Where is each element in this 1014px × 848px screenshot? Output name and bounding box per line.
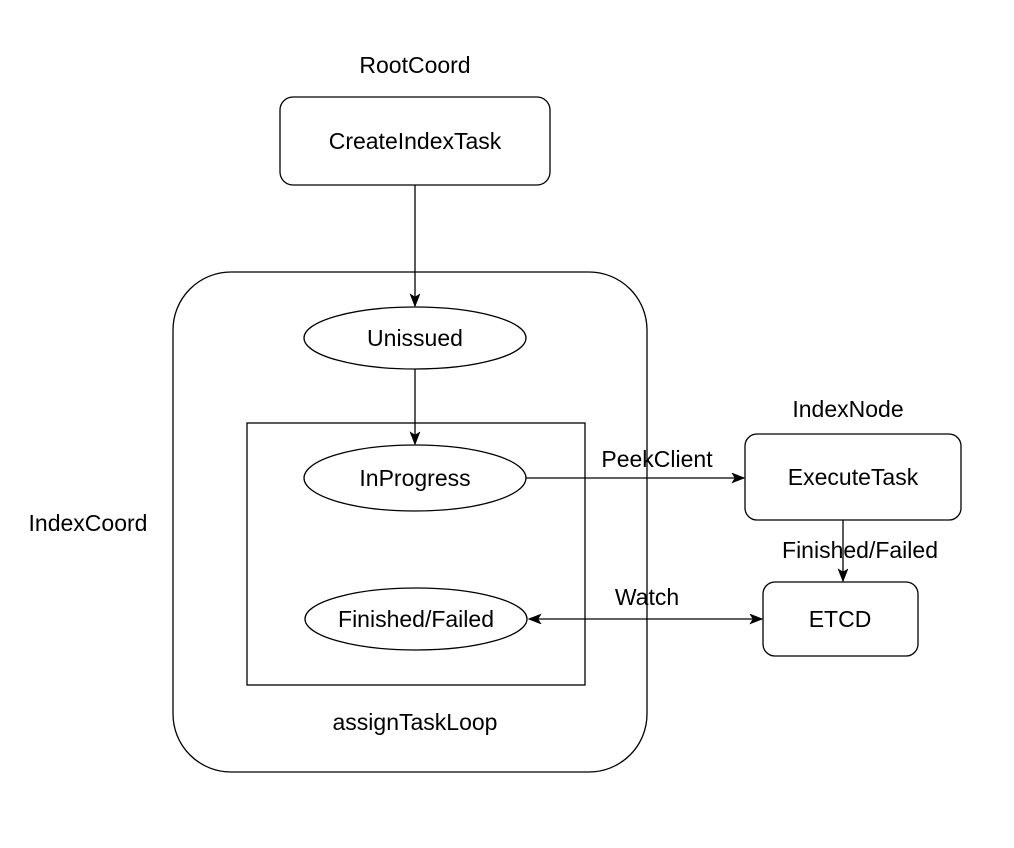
execute-task-label: ExecuteTask (788, 464, 919, 490)
assign-task-loop-label: assignTaskLoop (333, 709, 498, 735)
assign-task-loop-box (246, 422, 586, 686)
index-node-label: IndexNode (792, 396, 903, 422)
finished-failed-state (304, 587, 528, 651)
index-coord-label: IndexCoord (29, 510, 148, 536)
unissued-label: Unissued (367, 325, 463, 351)
execute-task-node (744, 433, 962, 521)
create-index-task-label: CreateIndexTask (329, 128, 502, 154)
etcd-label: ETCD (809, 606, 872, 632)
peek-client-edge-label: PeekClient (601, 446, 713, 472)
root-coord-label: RootCoord (359, 52, 470, 78)
finished-failed-edge-label: Finished/Failed (782, 537, 938, 563)
in-progress-label: InProgress (359, 465, 470, 491)
finished-failed-state-label: Finished/Failed (338, 606, 494, 632)
index-coord-container (172, 271, 648, 773)
watch-edge-label: Watch (615, 584, 679, 610)
